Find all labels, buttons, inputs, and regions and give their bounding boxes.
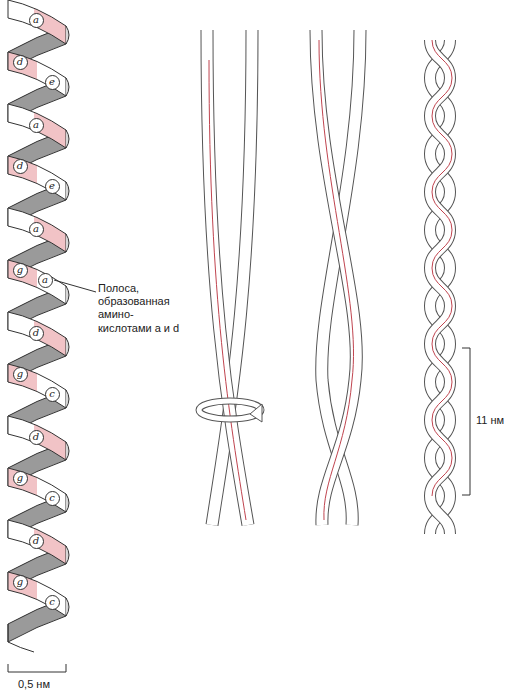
residue-circle: a <box>29 13 44 28</box>
residue-letter: d <box>17 57 23 67</box>
residue-circle: e <box>45 75 60 90</box>
width-bracket <box>8 664 66 672</box>
dimension-label: 11 нм <box>476 414 504 427</box>
residue-letter: e <box>49 181 55 191</box>
residue-letter: c <box>49 597 55 607</box>
residue-letter: a <box>42 275 48 285</box>
residue-letter: a <box>33 224 39 234</box>
residue-circle: g <box>13 575 28 590</box>
residue-letter: g <box>17 369 23 379</box>
residue-circle: g <box>13 263 28 278</box>
residue-circle: a <box>29 118 44 133</box>
residue-circle: d <box>13 55 28 70</box>
alpha-helix <box>8 0 69 652</box>
residue-letter: g <box>17 265 23 275</box>
residue-circle: a <box>38 273 53 288</box>
residue-letter: c <box>49 493 55 503</box>
residue-circle: g <box>13 367 28 382</box>
residue-letter: a <box>33 120 39 130</box>
residue-circle: a <box>29 222 44 237</box>
residue-letter: d <box>33 432 39 442</box>
dimension-label: 0,5 нм <box>18 678 50 691</box>
residue-letter: g <box>17 577 23 587</box>
residue-circle: e <box>45 179 60 194</box>
residue-circle: c <box>45 491 60 506</box>
residue-letter: c <box>49 389 55 399</box>
leader-line <box>54 280 96 292</box>
pitch-bracket <box>462 348 470 495</box>
residue-letter: d <box>33 328 39 338</box>
coiled-coil <box>430 40 452 534</box>
residue-circle: d <box>29 430 44 445</box>
residue-circle: d <box>29 534 44 549</box>
residue-letter: d <box>33 536 39 546</box>
residue-letter: g <box>17 473 23 483</box>
residue-letter: a <box>33 15 39 25</box>
rod-pair-2 <box>316 30 360 525</box>
residue-circle: g <box>13 471 28 486</box>
residue-circle: c <box>45 595 60 610</box>
residue-circle: d <box>13 159 28 174</box>
residue-circle: d <box>29 326 44 341</box>
callout-text: Полоса, образованная амино- кислотами a … <box>98 282 180 335</box>
residue-letter: e <box>49 77 55 87</box>
residue-letter: d <box>17 161 23 171</box>
residue-circle: c <box>45 387 60 402</box>
rod-pair-1 <box>199 30 262 525</box>
